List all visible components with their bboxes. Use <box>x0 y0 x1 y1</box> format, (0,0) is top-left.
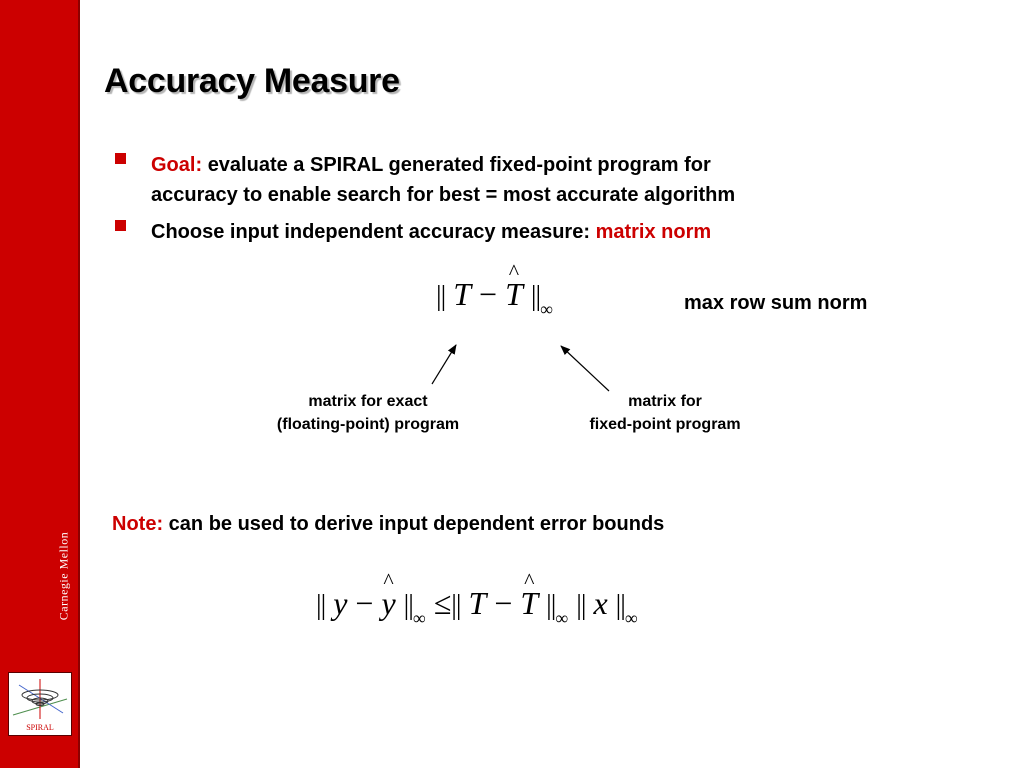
bound-bar: || <box>615 590 626 621</box>
infinity-subscript: ∞ <box>555 608 569 628</box>
arrow-to-T <box>431 344 457 385</box>
infinity-subscript: ∞ <box>412 608 426 628</box>
max-row-sum-label: max row sum norm <box>684 292 868 314</box>
note-text: can be used to derive input dependent er… <box>168 513 665 535</box>
bound-minus: − <box>355 585 374 621</box>
hat-mark: ^ <box>524 568 535 593</box>
label-exact-line1: matrix for exact <box>308 393 428 410</box>
goal-text-line2: accuracy to enable search for best = mos… <box>151 184 736 206</box>
bound-y-hat: ^y <box>381 568 396 622</box>
note-lead: Note: <box>112 513 164 535</box>
goal-lead: Goal: <box>151 154 203 176</box>
label-fixed-matrix: matrix for fixed-point program <box>560 390 770 436</box>
infinity-subscript: ∞ <box>624 608 638 628</box>
bound-bar: || <box>316 590 326 621</box>
bound-y-hat-base: y <box>381 585 396 621</box>
hat-mark: ^ <box>508 259 520 284</box>
sidebar-edge <box>78 0 80 768</box>
spiral-logo-icon <box>12 679 68 719</box>
norm-formula: || T − ^T ||∞ <box>436 259 553 328</box>
norm-bar-right: || <box>530 281 541 312</box>
formula-T-hat: ^T <box>505 259 523 313</box>
bullet-square-icon <box>115 220 126 231</box>
bullet-goal: Goal: evaluate a SPIRAL generated fixed-… <box>115 150 945 210</box>
logo-label: SPIRAL <box>26 723 54 732</box>
bound-T-hat: ^T <box>520 568 539 622</box>
norm-bar-left: || <box>436 281 446 312</box>
label-exact-line2: (floating-point) program <box>276 416 460 433</box>
spiral-logo: SPIRAL <box>8 672 72 736</box>
bound-leq: ≤ <box>433 585 452 621</box>
bound-T: T <box>468 585 487 621</box>
slide-title: Accuracy Measure <box>104 62 400 100</box>
formula-T: T <box>453 276 472 312</box>
bound-bar: || <box>576 590 586 621</box>
measure-highlight: matrix norm <box>595 221 712 243</box>
bullet-measure: Choose input independent accuracy measur… <box>115 217 945 247</box>
bound-bar: || <box>546 590 556 621</box>
note-line: Note: can be used to derive input depend… <box>112 513 664 536</box>
bullet-list: Goal: evaluate a SPIRAL generated fixed-… <box>115 150 945 254</box>
measure-text: Choose input independent accuracy measur… <box>151 221 590 243</box>
bound-T-hat-base: T <box>520 585 539 621</box>
bound-y: y <box>333 585 348 621</box>
label-exact-matrix: matrix for exact (floating-point) progra… <box>236 390 500 436</box>
sidebar-band <box>0 0 78 768</box>
arrow-to-T-hat <box>560 345 610 392</box>
bound-x: x <box>593 585 608 621</box>
bullet-square-icon <box>115 153 126 164</box>
label-fixed-line2: fixed-point program <box>589 416 741 433</box>
formula-minus: − <box>479 276 498 312</box>
bound-minus: − <box>494 585 513 621</box>
bound-bar: || <box>451 590 461 621</box>
error-bound-formula: || y − ^y ||∞ ≤|| T − ^T ||∞ || x ||∞ <box>316 568 638 635</box>
infinity-subscript: ∞ <box>540 299 553 319</box>
bound-bar: || <box>403 590 414 621</box>
hat-mark: ^ <box>383 568 394 593</box>
formula-T-hat-base: T <box>505 276 523 312</box>
label-fixed-line1: matrix for <box>628 393 702 410</box>
goal-text: evaluate a SPIRAL generated fixed-point … <box>207 154 711 176</box>
